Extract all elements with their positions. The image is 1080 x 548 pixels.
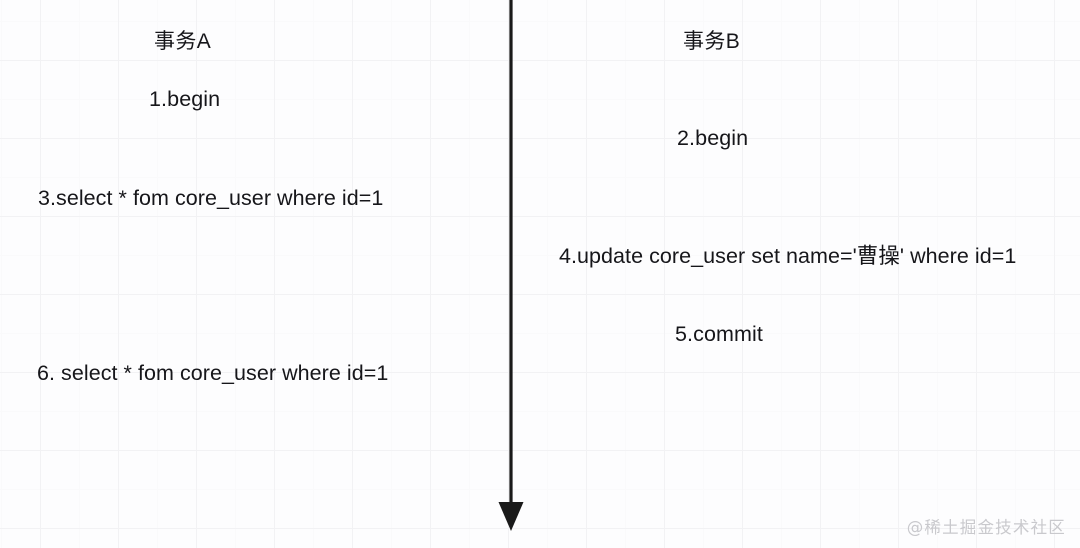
column-title-transaction-a: 事务A	[154, 30, 212, 53]
step-1-begin: 1.begin	[149, 87, 221, 111]
step-5-commit: 5.commit	[675, 322, 764, 346]
step-2-begin: 2.begin	[677, 126, 749, 150]
column-title-transaction-b: 事务B	[683, 30, 741, 53]
step-3-select: 3.select * fom core_user where id=1	[38, 186, 384, 210]
watermark: @稀土掘金技术社区	[906, 518, 1066, 537]
step-6-select: 6. select * fom core_user where id=1	[37, 361, 389, 385]
step-4-update: 4.update core_user set name='曹操' where i…	[559, 244, 1017, 268]
